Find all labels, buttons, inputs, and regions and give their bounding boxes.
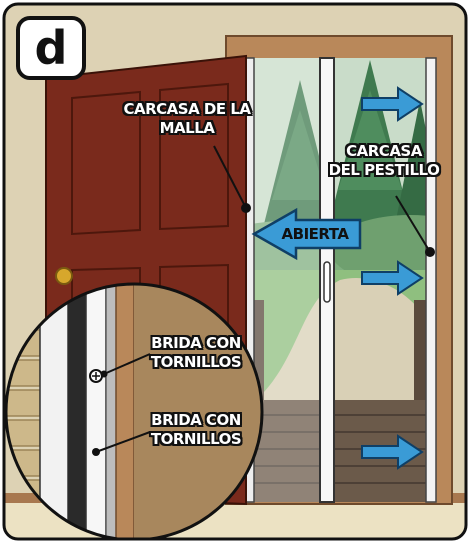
arrow-left-icon — [251, 207, 362, 261]
latch-housing — [425, 57, 437, 503]
arrow-right-icon — [361, 86, 424, 470]
step-badge: d — [16, 16, 86, 80]
doorknob-icon — [55, 267, 73, 285]
outdoor-scene — [246, 58, 432, 502]
label-latch-housing: CARCASA DEL PESTILLO — [328, 142, 440, 179]
label-mesh-housing: CARCASA DE LA MALLA — [123, 100, 251, 137]
leader-lines — [213, 145, 435, 257]
label-flange-top: BRIDA CON TORNILLOS — [150, 334, 242, 371]
label-open: ABIERTA — [281, 225, 349, 243]
label-flange-bottom: BRIDA CON TORNILLOS — [150, 411, 242, 448]
screen-handle[interactable] — [323, 261, 331, 303]
magnifier-ring — [4, 282, 264, 539]
step-letter: d — [34, 21, 68, 75]
